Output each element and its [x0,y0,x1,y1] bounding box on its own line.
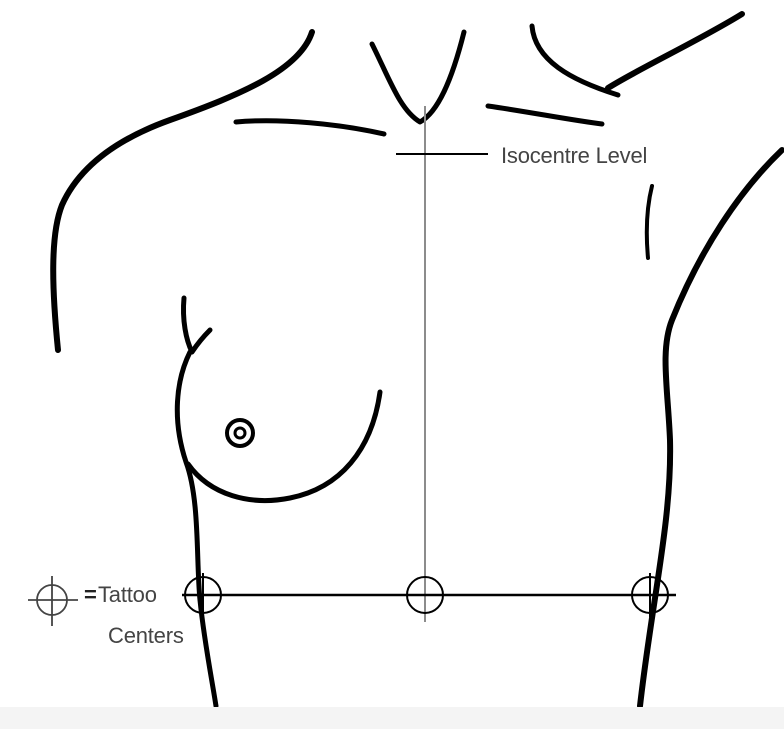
tattoo-label-line1: Tattoo [98,584,157,606]
right-clavicle [488,106,602,124]
right-flank-line [640,150,782,706]
right-shoulder-line [608,14,742,88]
guide-lines [182,106,676,622]
nipple-inner [235,428,245,438]
nipple-outer [227,420,253,446]
left-lower-flank-line [177,352,216,706]
sternal-notch [372,32,464,122]
left-clavicle [236,121,384,134]
right-neck-line [532,26,618,95]
left-flank-line [183,298,210,352]
torso-outline [53,14,782,706]
breast-outline [188,392,380,501]
isocentre-level-label: Isocentre Level [501,145,647,167]
tattoo-label-line2: Centers [108,625,184,647]
bottom-band [0,707,784,729]
axilla-mark [647,186,652,258]
legend-equals-sign: = [84,584,97,606]
crosshair-circle-icon [28,576,78,626]
